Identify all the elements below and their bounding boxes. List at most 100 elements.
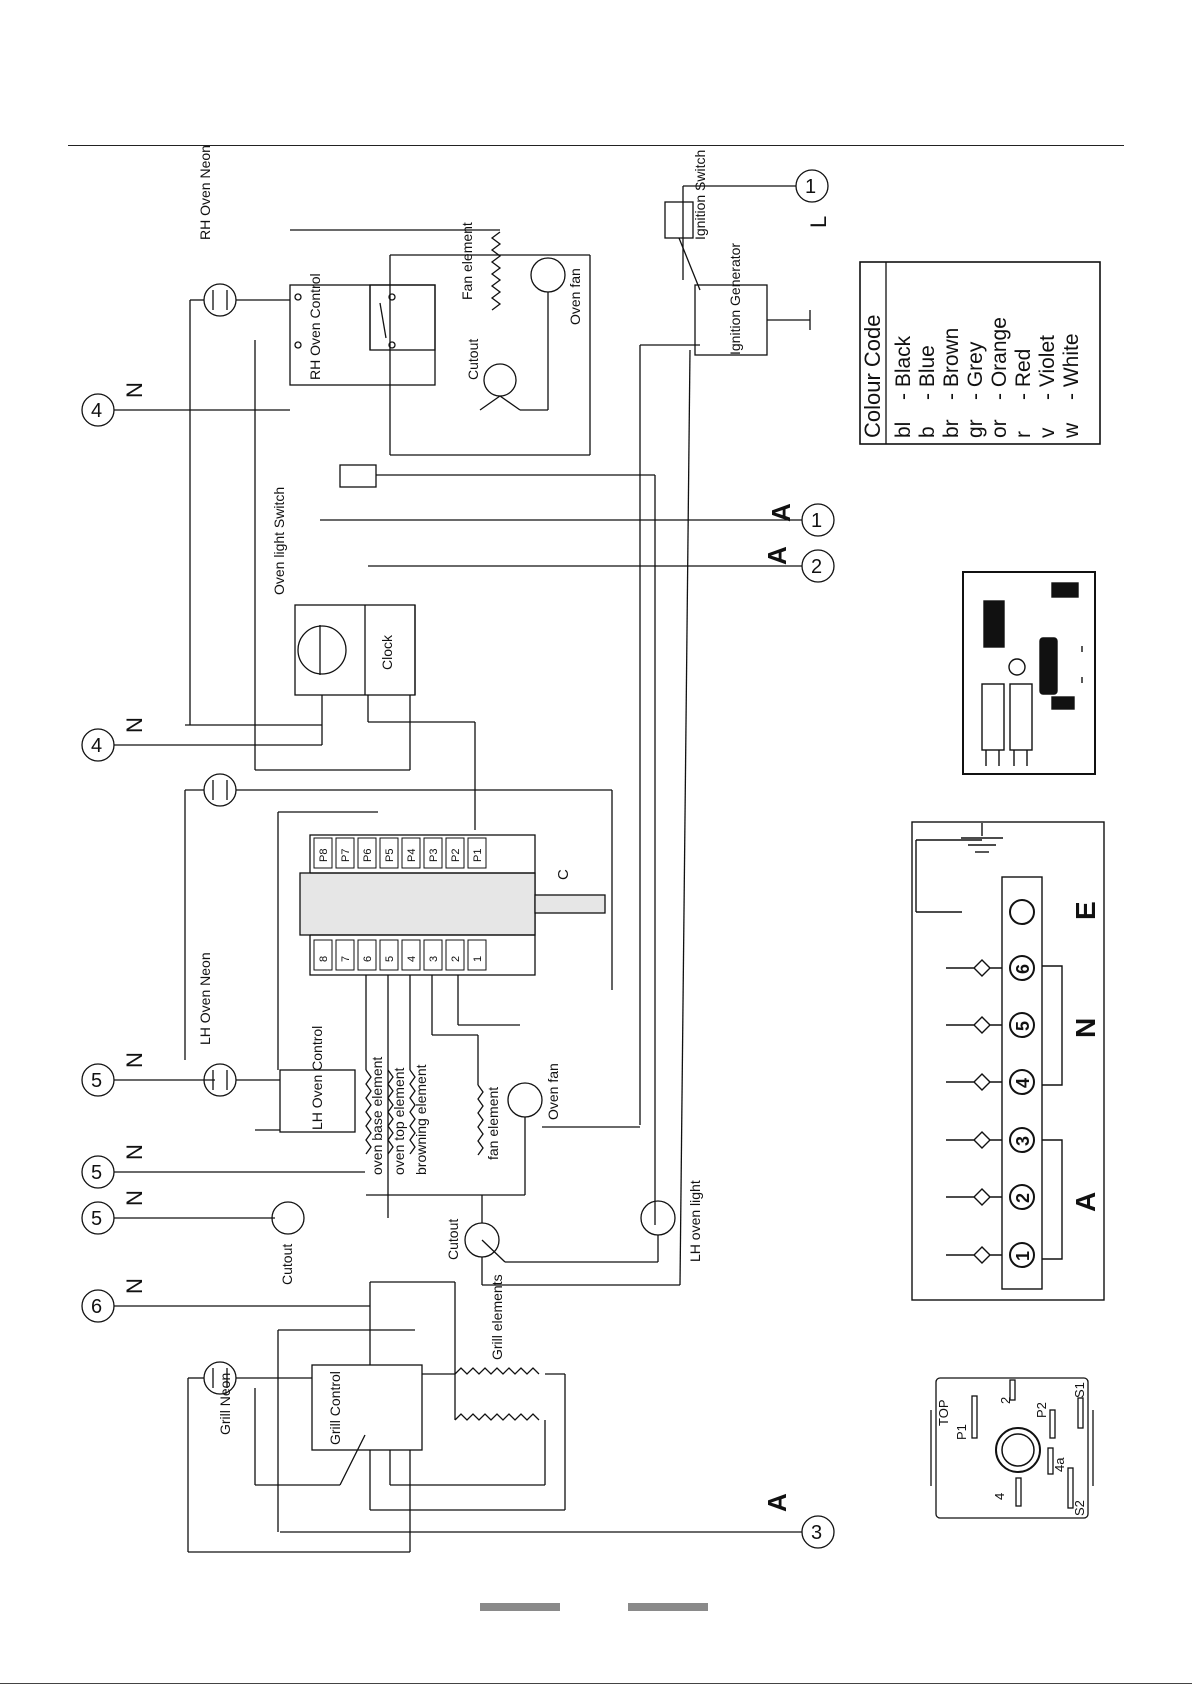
tb-wire-5 [946, 1016, 1002, 1034]
label-n-4: N [122, 1144, 147, 1160]
label-oven-fan: Oven fan [567, 268, 583, 325]
tb-terminal-3-label: 3 [1013, 1136, 1033, 1146]
selector-n-pin-7: 7 [340, 956, 352, 962]
grill-pin-p2: P2 [1034, 1402, 1049, 1418]
schematic-body [81, 169, 835, 1553]
selector-p-pin-P8: P8 [318, 849, 330, 862]
label-a-3: A [762, 1493, 792, 1512]
label-selector-c: C [555, 869, 572, 880]
grill-pin-2: 2 [998, 1397, 1013, 1404]
footer-rule [0, 1683, 1192, 1684]
terminal-4-mid-number: 4 [91, 735, 102, 757]
terminal-4-mid [81, 728, 322, 762]
tb-label-n: N [1070, 1018, 1101, 1038]
tb-terminal-1 [1009, 1242, 1035, 1268]
colour-code-or-name: - Orange [988, 317, 1011, 400]
clock-box [294, 604, 416, 696]
terminal-6 [81, 1289, 370, 1323]
selector-n-pin-box [423, 939, 443, 971]
selector-p-pin-P3: P3 [428, 849, 440, 862]
label-browning-element: browning element [413, 1064, 429, 1175]
label-rh-control: RH Oven Control [307, 273, 323, 380]
tb-wire-6 [946, 959, 1002, 977]
terminal-2-mid [368, 549, 835, 583]
selector-n-pin-box [379, 939, 399, 971]
terminal-1-top-number: 1 [805, 176, 816, 198]
grill-switch-top-label: TOP [936, 1400, 951, 1427]
selector-n-pin-box [335, 939, 355, 971]
selector-p-pin-box [445, 837, 465, 869]
label-oven-fan-lh: Oven fan [545, 1063, 561, 1120]
selector-n-pin-box [445, 939, 465, 971]
selector-n-pin-box [357, 939, 377, 971]
terminal-5-b-number: 5 [91, 1162, 102, 1184]
tb-terminal-4 [1009, 1069, 1035, 1095]
rh-neon-lamp [203, 283, 237, 317]
header-rule [68, 145, 1124, 146]
label-fan-element-lh: fan element [485, 1087, 501, 1160]
colour-code-w-name: - White [1060, 333, 1083, 400]
colour-code-w-code: w [1060, 422, 1083, 439]
colour-code-b-name: - Blue [916, 345, 939, 400]
selector-p-pin-P1: P1 [472, 849, 484, 862]
tb-label-e: E [1070, 901, 1101, 920]
label-rh-neon: RH Oven Neon [197, 145, 213, 240]
selector-p-pin-box [313, 837, 333, 869]
selector-n-pin-3: 3 [428, 956, 440, 962]
lh-oven-light [640, 1200, 676, 1236]
tb-terminal-4-label: 4 [1013, 1078, 1033, 1088]
tb-terminal-6 [1009, 955, 1035, 981]
colour-code-b-code: b [916, 426, 939, 438]
terminal-numbers: 4 4 5 5 5 6 3 1 1 2 [91, 176, 822, 1544]
label-cutout-lh2: Cutout [279, 1244, 295, 1285]
tb-wire-2 [946, 1188, 1002, 1206]
selector-p-pin-box [423, 837, 443, 869]
selector-p-pin-P7: P7 [340, 849, 352, 862]
label-lh-control: LH Oven Control [309, 1026, 325, 1130]
selector-n-pin-4: 4 [406, 956, 418, 962]
label-grill-elements: Grill elements [489, 1274, 505, 1360]
tb-terminal-2-label: 2 [1013, 1193, 1033, 1203]
label-n-6: N [122, 1278, 147, 1294]
ignition-pcb [962, 571, 1096, 775]
terminal-3-number: 3 [811, 1522, 822, 1544]
colour-code-v-name: - Violet [1036, 335, 1059, 400]
terminal-4-top-number: 4 [91, 400, 102, 422]
tb-label-a: A [1070, 1192, 1101, 1212]
label-grill-neon: Grill Neon [217, 1373, 233, 1435]
colour-code-gr-code: gr [964, 419, 987, 438]
colour-code-or-code: or [988, 419, 1011, 438]
selector-p-pin-P4: P4 [406, 849, 418, 862]
tb-terminal-5 [1009, 1012, 1035, 1038]
label-n-1: N [122, 382, 147, 398]
ignition-switch-box [664, 201, 694, 239]
colour-code-bl-code: bl [892, 422, 915, 438]
label-a-2: A [762, 546, 792, 565]
selector-p-pin-box [467, 837, 487, 869]
lh-neon-lamp-top [203, 773, 237, 807]
label-a-1: A [766, 503, 796, 522]
label-oven-base-element: oven base element [369, 1057, 385, 1175]
lh-cutout-small [271, 1201, 305, 1235]
label-n-5: N [122, 1190, 147, 1206]
rh-oven-fan [530, 257, 566, 293]
label-cutout-lh: Cutout [445, 1219, 461, 1260]
selector-n-pin-box [313, 939, 333, 971]
selector-n-pin-6: 6 [362, 956, 374, 962]
rh-cutout [483, 363, 517, 397]
tb-terminal-1-label: 1 [1013, 1251, 1033, 1261]
terminal-5-c [81, 1201, 275, 1235]
label-oven-top-element: oven top element [391, 1067, 407, 1175]
selector-p-pin-box [379, 837, 399, 869]
selector-p-pin-box [335, 837, 355, 869]
footer-bar-left [480, 1603, 560, 1611]
grill-pin-s2: S2 [1072, 1500, 1087, 1516]
terminal-2-mid-number: 2 [811, 556, 822, 578]
footer-bar-right [628, 1603, 708, 1611]
tb-terminal-6-label: 6 [1013, 964, 1033, 974]
selector-p-pin-P2: P2 [450, 849, 462, 862]
grill-pin-4: 4 [992, 1493, 1007, 1500]
